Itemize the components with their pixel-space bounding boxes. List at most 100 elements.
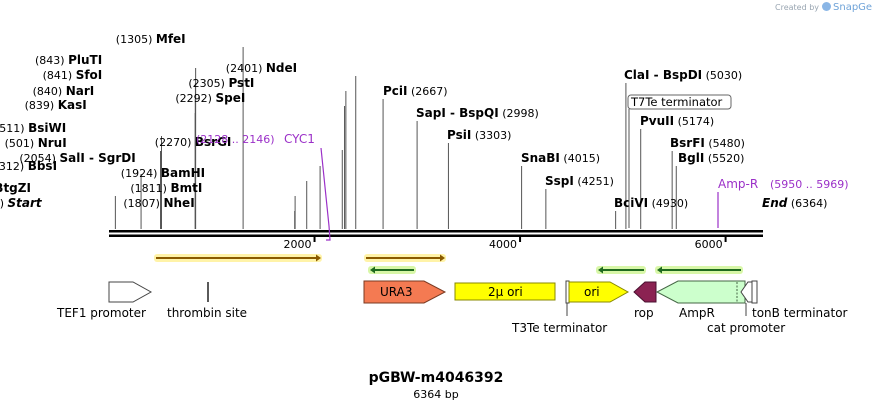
cut-site-sapi-bspqi: SapI - BspQI (2998): [416, 106, 539, 120]
cut-site-position: (840): [33, 85, 63, 98]
cut-site-enzyme: KasI: [58, 98, 87, 112]
cut-site-mfei: (1305) MfeI: [116, 32, 186, 46]
rop-label: rop: [634, 306, 654, 320]
t3te-terminator-label: T3Te terminator: [511, 321, 607, 335]
cut-site-enzyme: BtgZI: [0, 181, 31, 195]
cut-site-position: (2292): [175, 92, 212, 105]
thrombin-site-label: thrombin site: [167, 306, 247, 320]
cut-site-position: (2667): [411, 85, 448, 98]
cut-site-position: (839): [25, 99, 55, 112]
cut-site-position: (312): [0, 160, 24, 173]
amp-r-label: Amp-R: [718, 177, 758, 191]
cut-site-pcii: PciI (2667): [383, 84, 448, 98]
cut-site-nari: (840) NarI: [33, 84, 95, 98]
cut-site-bmti: (1811) BmtI: [130, 181, 202, 195]
orf-3: [368, 266, 416, 274]
cut-site-enzyme: Start: [7, 196, 42, 210]
cut-site-position: (1924): [121, 167, 158, 180]
cut-site-spei: (2292) SpeI: [175, 91, 245, 105]
cut-site-enzyme: PvuII: [640, 114, 674, 128]
plasmid-size: 6364 bp: [413, 388, 459, 401]
cut-site-enzyme: BsiWI: [28, 121, 66, 135]
ura3-label: URA3: [380, 285, 412, 299]
cut-site-position: (3303): [475, 129, 512, 142]
feature-tonb-terminator: tonB terminator: [751, 280, 848, 320]
feature-ori: ori: [568, 281, 630, 303]
cut-site-enzyme: ClaI - BspDI: [624, 68, 702, 82]
cut-site-position: (4251): [577, 175, 614, 188]
cut-site-start: (0) Start: [0, 196, 43, 210]
cut-site-psti: (2305) PstI: [188, 76, 254, 90]
cut-site-position: (841): [43, 69, 73, 82]
ori-label: ori: [584, 285, 600, 299]
feature-rop: rop: [633, 281, 657, 320]
cut-site-enzyme: SfoI: [76, 68, 103, 82]
feature-ura3: URA3: [363, 280, 447, 304]
cut-site-enzyme: PstI: [228, 76, 254, 90]
cut-site-position: (843): [35, 54, 65, 67]
cut-site-enzyme: BmtI: [170, 181, 202, 195]
scale-tick-label: 4000: [489, 238, 517, 251]
cut-site-bcivi: BciVI (4930): [614, 196, 688, 210]
cut-site-position: (5174): [678, 115, 715, 128]
orf-2: [364, 254, 446, 262]
cut-site-pluti: (843) PluTI: [35, 53, 102, 67]
scale-tick-label: 2000: [284, 238, 312, 251]
cut-site-position: (5520): [708, 152, 745, 165]
feature-ampr: AmpR: [655, 280, 746, 320]
cut-site-position: (0): [0, 197, 4, 210]
cut-site-enzyme: PluTI: [68, 53, 102, 67]
cut-site-position: (6364): [791, 197, 828, 210]
snapgene-logo-icon: [822, 2, 832, 11]
cut-site-enzyme: BsrFI: [670, 136, 705, 150]
cut-site-ndei: (2401) NdeI: [226, 61, 297, 75]
cut-site-enzyme: MfeI: [156, 32, 186, 46]
orf-1: [154, 254, 322, 262]
cut-site-bsiwi: (511) BsiWI: [0, 121, 66, 135]
cut-site-enzyme: SapI - BspQI: [416, 106, 499, 120]
cut-site-sali-sgrdi: (2054) SalI - SgrDI: [19, 151, 135, 165]
sequence-backbone: [109, 230, 763, 237]
cut-site-position: (5030): [706, 69, 743, 82]
cut-site-enzyme: BsrGI: [195, 135, 232, 149]
cut-site-position: (1305): [116, 33, 153, 46]
cut-site-enzyme: NruI: [38, 136, 67, 150]
scale-tick-label: 6000: [695, 238, 723, 251]
cut-site-enzyme: PsiI: [447, 128, 471, 142]
cut-site-enzyme: NarI: [66, 84, 95, 98]
cut-site-enzyme: SnaBI: [521, 151, 560, 165]
cut-site-end: End (6364): [762, 196, 827, 210]
snapgene-credit: Created bySnapGene: [775, 2, 872, 13]
cut-site-position: (2401): [226, 62, 263, 75]
cut-site-sfoi: (841) SfoI: [43, 68, 103, 82]
cut-site-bamhi: (1924) BamHI: [121, 166, 205, 180]
feature-2mu-ori: 2μ ori: [454, 282, 556, 301]
cut-site-position: (2998): [502, 107, 539, 120]
tonb-terminator-label: tonB terminator: [752, 306, 848, 320]
cut-site-enzyme: BbsI: [28, 159, 57, 173]
plasmid-name: pGBW-m4046392: [368, 370, 504, 386]
amp-r-annotation: Amp-R (5950 .. 5969): [717, 177, 849, 228]
cut-site-position: (2054): [19, 152, 56, 165]
cut-site-enzyme: BglI: [678, 151, 704, 165]
cut-site-enzyme: SpeI: [215, 91, 245, 105]
cut-site-bsrfi: BsrFI (5480): [670, 136, 745, 150]
feature-tef1-promoter: TEF1 promoter: [56, 281, 153, 320]
cut-site-enzyme: PciI: [383, 84, 408, 98]
cut-site-kasi: (839) KasI: [25, 98, 87, 112]
cut-site-nhei: (1807) NheI: [123, 196, 194, 210]
cut-site-bbsi: (312) BbsI: [0, 159, 57, 173]
cut-site-labels: (0) Start(62) BtgZI(312) BbsI(501) NruI(…: [0, 32, 827, 210]
cut-site-position: (5480): [708, 137, 745, 150]
cut-site-position: (2305): [188, 77, 225, 90]
cyc1-annotation: (2128 .. 2146) CYC1: [196, 132, 331, 241]
cut-site-pvuii: PvuII (5174): [640, 114, 714, 128]
cut-site-position: (4015): [563, 152, 600, 165]
cut-site-enzyme: NheI: [163, 196, 194, 210]
ampr-label: AmpR: [679, 306, 715, 320]
cut-site-position: (511): [0, 122, 25, 135]
cut-site-enzyme: BciVI: [614, 196, 648, 210]
orf-5: [655, 266, 743, 274]
cut-site-position: (501): [5, 137, 35, 150]
scale-ticks: 2000 4000 6000: [284, 237, 727, 251]
